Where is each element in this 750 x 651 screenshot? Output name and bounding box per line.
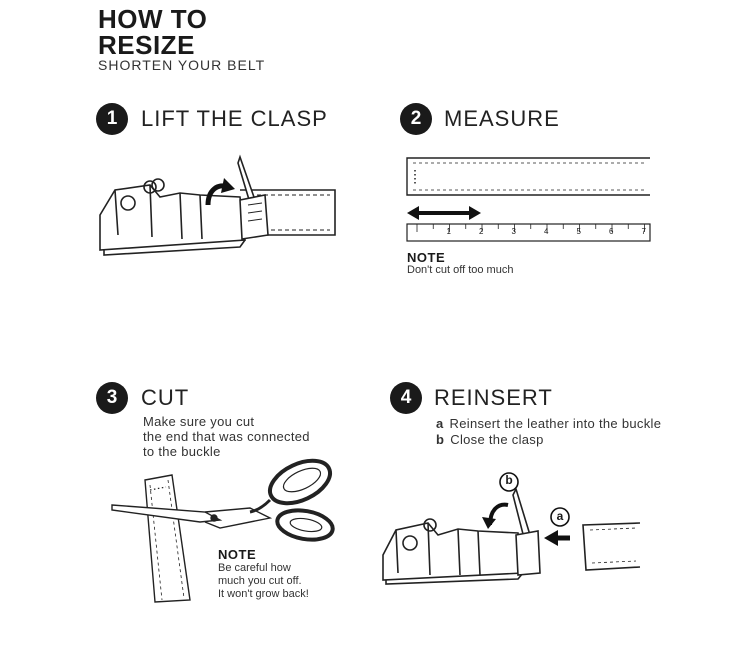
step-1-number: 1	[96, 103, 128, 135]
ruler-tick-label: 4	[544, 227, 549, 236]
step-4-item-b-marker: b	[436, 432, 445, 447]
step-4-reinsert-illustration	[382, 472, 641, 585]
step-3-line-1: Make sure you cut	[143, 414, 255, 429]
step-4-item-a: a Reinsert the leather into the buckle	[436, 416, 661, 431]
step-4-number: 4	[390, 382, 422, 414]
ruler-tick-label: 2	[479, 227, 484, 236]
callout-a-label: a	[556, 509, 564, 523]
step-4-item-a-marker: a	[436, 416, 444, 431]
ruler-tick-label: 1	[446, 227, 451, 236]
ruler-tick-label: 7	[641, 227, 646, 236]
step-1-buckle-illustration	[99, 154, 336, 256]
step-4-item-b: b Close the clasp	[436, 432, 544, 447]
title-line-1: HOW TO	[98, 4, 208, 34]
page-title: HOW TO RESIZE	[98, 6, 207, 58]
step-3-note-line-1: Be careful how	[218, 562, 291, 574]
cut-illustration	[111, 458, 335, 603]
ruler-tick-label: 3	[511, 227, 516, 236]
ruler-tick-label: 6	[609, 227, 614, 236]
belt-strap	[406, 157, 650, 196]
step-3-note-line-2: much you cut off.	[218, 575, 302, 587]
step-3-note-line-3: It won't grow back!	[218, 588, 309, 600]
scissors-icon	[111, 504, 223, 523]
belt-strap	[582, 522, 641, 571]
step-3-number: 3	[96, 382, 128, 414]
step-3-line-2: the end that was connected	[143, 429, 310, 444]
ruler-tick-label: 5	[576, 227, 581, 236]
step-3-title: CUT	[141, 385, 190, 410]
step-1-title: LIFT THE CLASP	[141, 106, 328, 131]
step-3-instructions: Make sure you cut the end that was conne…	[143, 414, 310, 459]
ruler-icon	[406, 223, 651, 242]
belt-strap	[144, 474, 191, 603]
step-4-title: REINSERT	[434, 385, 553, 410]
step-2-number: 2	[400, 103, 432, 135]
step-3-note-heading: NOTE	[218, 547, 257, 562]
step-3-line-3: to the buckle	[143, 444, 221, 459]
ruler-labels: 1 2 3 4 5 6 7	[405, 224, 655, 242]
title-line-2: RESIZE	[98, 30, 195, 60]
callout-b-label: b	[505, 473, 513, 487]
step-2-note-text: Don't cut off too much	[407, 264, 514, 276]
arrow-left-icon	[544, 530, 570, 546]
step-2-title: MEASURE	[444, 106, 560, 131]
double-arrow-icon	[407, 206, 481, 220]
belt-strap	[240, 189, 336, 236]
step-3-note: NOTE Be careful how much you cut off. It…	[218, 547, 309, 601]
step-2-note-heading: NOTE	[407, 250, 446, 265]
measure-illustration	[406, 157, 651, 242]
step-4-item-a-text: Reinsert the leather into the buckle	[449, 416, 662, 431]
step-4-item-b-text: Close the clasp	[450, 432, 544, 447]
page-subtitle: SHORTEN YOUR BELT	[98, 57, 266, 73]
